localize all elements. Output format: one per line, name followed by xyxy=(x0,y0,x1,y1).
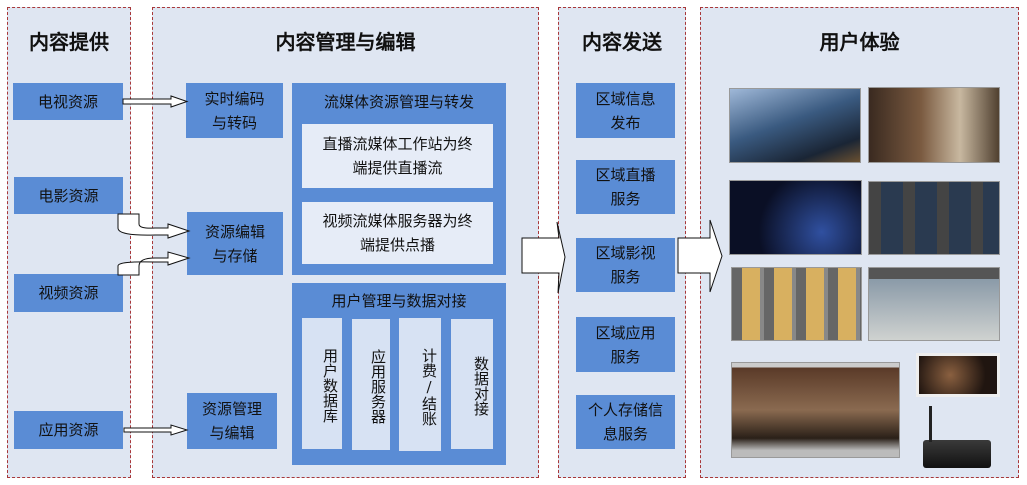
set-top-box-antenna xyxy=(929,406,932,442)
deliver-movie: 区域影视服务 xyxy=(576,238,675,292)
room-showcase-screen xyxy=(731,362,900,458)
movie-grid-screen xyxy=(868,181,1000,255)
resource-management-box: 资源管理与编辑 xyxy=(187,393,277,449)
source-video: 视频资源 xyxy=(14,274,123,312)
arrow-video-to-edit xyxy=(117,251,191,276)
arrow-deliver-to-experience xyxy=(677,219,723,293)
room-control-screen xyxy=(868,267,1000,341)
arrow-manage-to-deliver xyxy=(521,221,566,294)
streaming-title: 流媒体资源管理与转发 xyxy=(323,93,474,111)
deliver-info: 区域信息发布 xyxy=(576,83,675,138)
box-label: 区域影视服务 xyxy=(595,244,656,286)
billing-box: 计费/结账 xyxy=(399,318,441,451)
user-database-box: 用户数据库 xyxy=(302,318,342,449)
live-streaming-box: 直播流媒体工作站为终端提供直播流 xyxy=(302,124,493,188)
food-menu-screen xyxy=(731,267,862,341)
box-label: 实时编码与转码 xyxy=(204,89,265,132)
arrow-app-to-management xyxy=(123,424,189,436)
panel-title: 用户体验 xyxy=(819,30,900,54)
box-label: 个人存储信息服务 xyxy=(587,401,663,443)
user-management-title: 用户管理与数据对接 xyxy=(331,292,467,310)
hotel-welcome-screen xyxy=(729,88,861,163)
app-server-box: 应用服务器 xyxy=(352,319,390,450)
panel-title: 内容管理与编辑 xyxy=(275,30,416,54)
streaming-management-box: 流媒体资源管理与转发 直播流媒体工作站为终端提供直播流 视频流媒体服务器为终端提… xyxy=(292,83,506,275)
source-movie: 电影资源 xyxy=(14,177,123,214)
set-top-box xyxy=(923,440,991,468)
user-management-box: 用户管理与数据对接 用户数据库 应用服务器 计费/结账 数据对接 xyxy=(292,283,506,465)
deliver-personal-storage: 个人存储信息服务 xyxy=(576,395,675,449)
panel-title: 内容提供 xyxy=(29,30,109,54)
mobile-video-screen xyxy=(916,353,1000,397)
room-menu-screen xyxy=(868,87,1000,163)
box-label: 资源编辑与存储 xyxy=(204,222,265,265)
panel-title: 内容发送 xyxy=(582,30,662,54)
box-label: 区域直播服务 xyxy=(595,166,656,208)
data-integration-box: 数据对接 xyxy=(451,319,493,449)
live-tv-screen xyxy=(729,180,862,255)
deliver-live: 区域直播服务 xyxy=(576,160,675,214)
resource-edit-storage-box: 资源编辑与存储 xyxy=(187,212,283,275)
source-tv: 电视资源 xyxy=(13,83,123,120)
box-label: 区域应用服务 xyxy=(595,323,656,366)
vod-streaming-box: 视频流媒体服务器为终端提供点播 xyxy=(302,202,493,264)
box-label: 资源管理与编辑 xyxy=(201,400,262,442)
arrow-movie-to-edit xyxy=(117,213,191,239)
deliver-app: 区域应用服务 xyxy=(576,317,675,372)
arrow-tv-to-encoding xyxy=(122,95,189,108)
box-label: 区域信息发布 xyxy=(595,89,656,132)
source-app: 应用资源 xyxy=(14,411,123,449)
realtime-encoding-box: 实时编码与转码 xyxy=(186,83,283,138)
